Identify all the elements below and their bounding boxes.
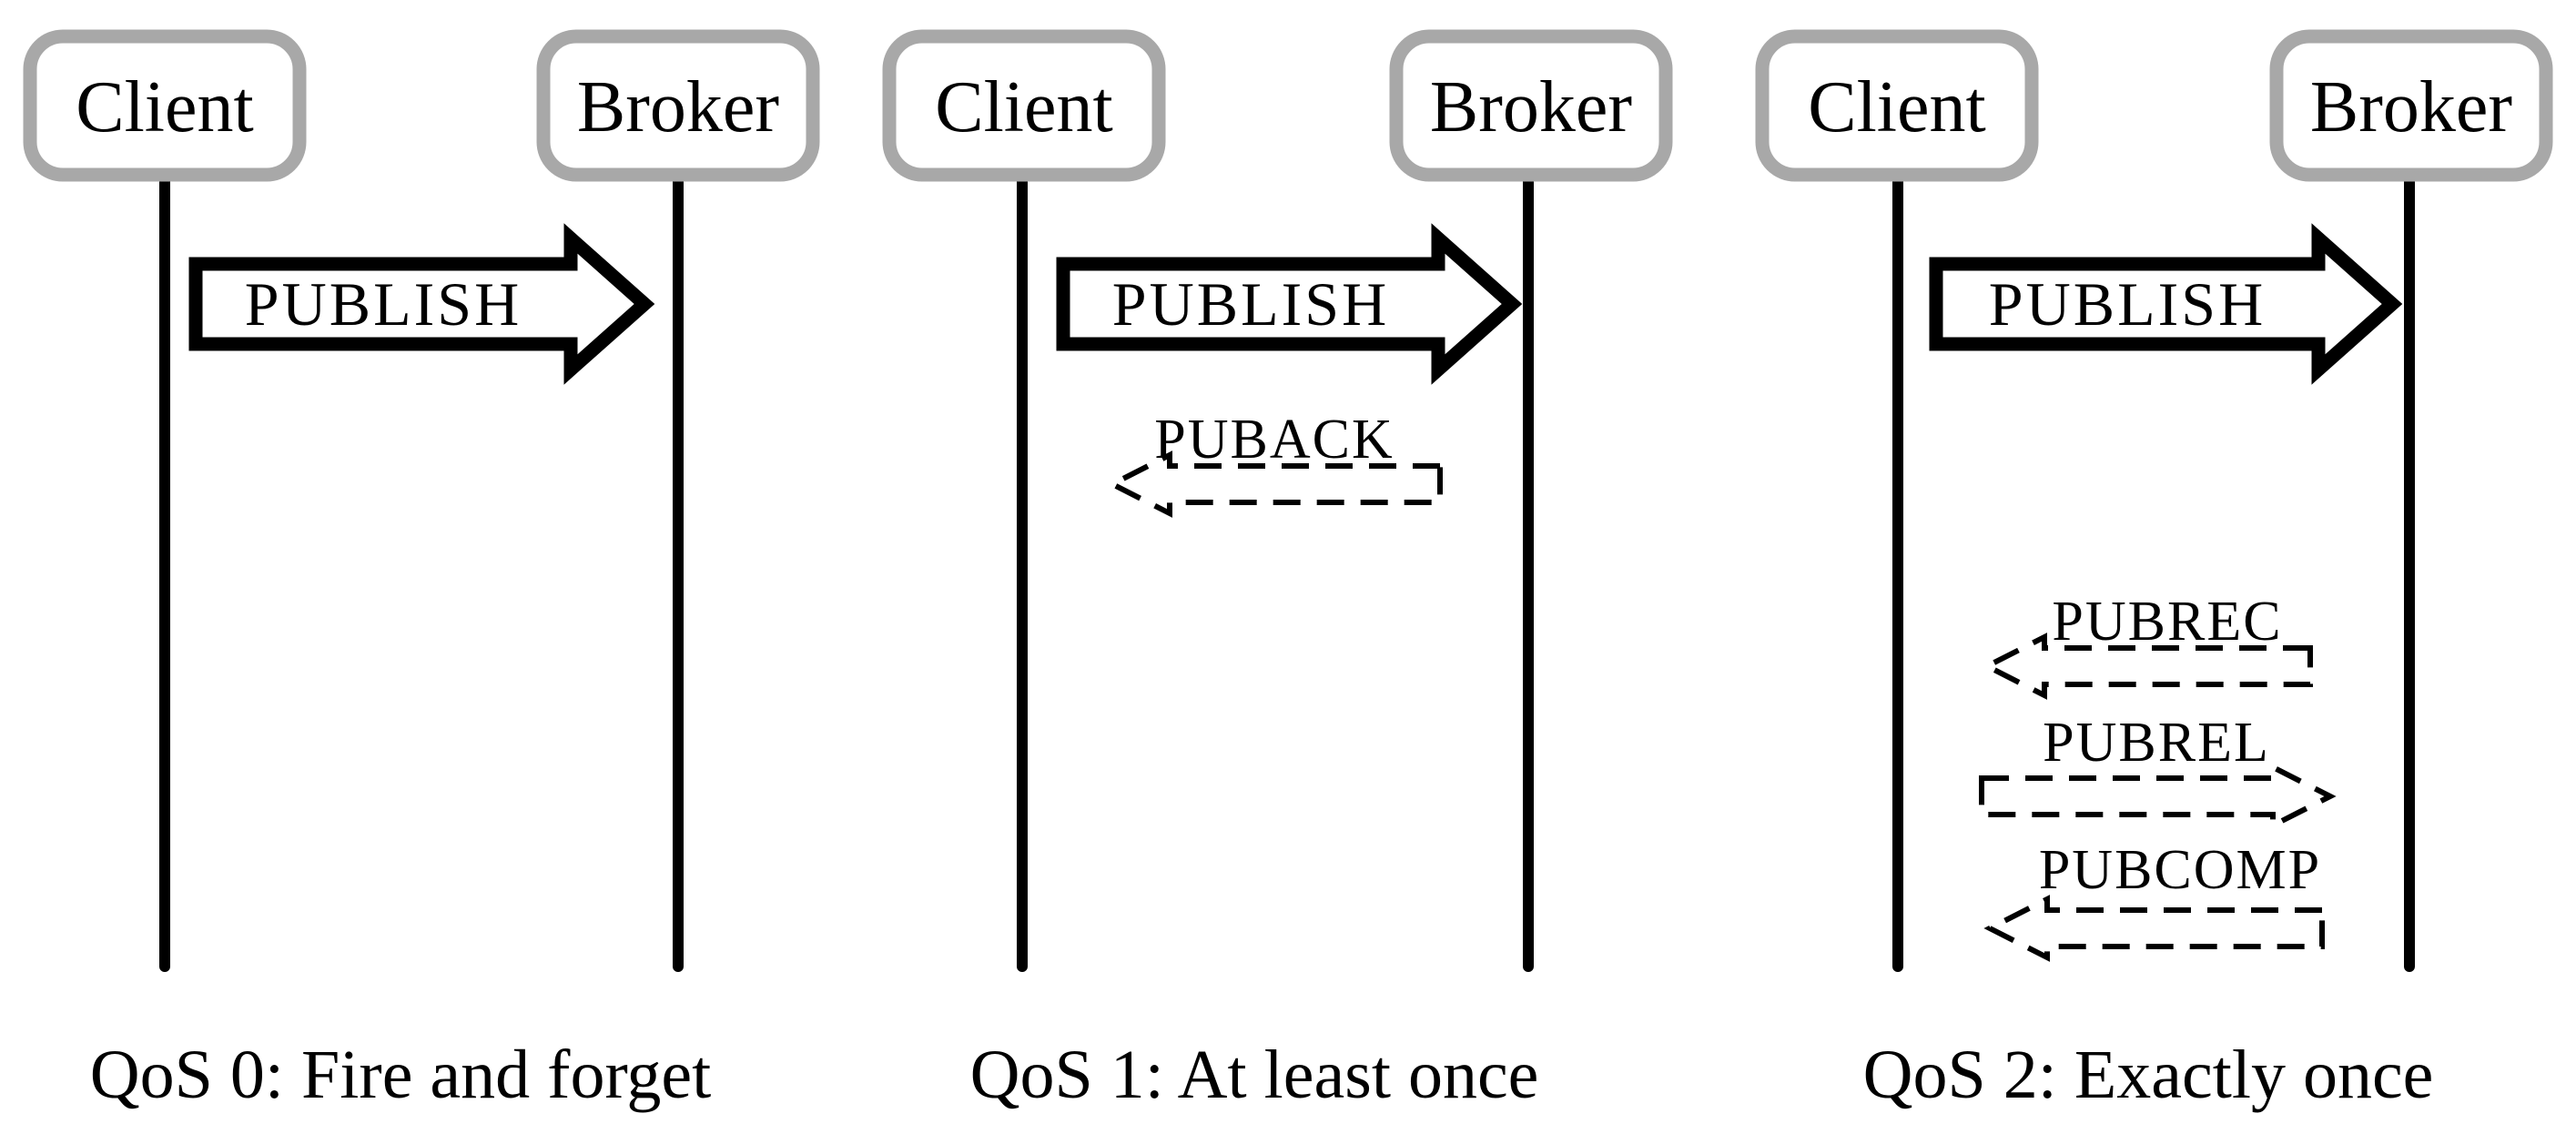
pubcomp-label: PUBCOMP bbox=[2039, 839, 2321, 901]
publish-arrow bbox=[188, 223, 655, 385]
broker-box bbox=[1389, 29, 1673, 182]
client-box bbox=[23, 29, 307, 182]
panel-qos0: Client Broker PUBLISH QoS 0: Fire and fo… bbox=[23, 29, 820, 1113]
publish-label: PUBLISH bbox=[1112, 269, 1389, 339]
client-label: Client bbox=[1808, 67, 1986, 147]
puback-label: PUBACK bbox=[1154, 409, 1394, 471]
broker-label: Broker bbox=[577, 67, 779, 147]
client-box bbox=[1755, 29, 2039, 182]
client-box bbox=[882, 29, 1166, 182]
client-label: Client bbox=[76, 67, 254, 147]
panel-qos2: Client Broker PUBLISH PUBREC PUBREL PUBC… bbox=[1755, 29, 2553, 1113]
pubrec-label: PUBREC bbox=[2052, 591, 2282, 653]
broker-box bbox=[2269, 29, 2553, 182]
panel-caption: QoS 2: Exactly once bbox=[1863, 1037, 2434, 1113]
client-label: Client bbox=[935, 67, 1113, 147]
panel-caption: QoS 1: At least once bbox=[970, 1037, 1539, 1113]
pubcomp-arrow bbox=[1983, 895, 2325, 962]
publish-label: PUBLISH bbox=[245, 269, 522, 339]
broker-label: Broker bbox=[1430, 67, 1632, 147]
publish-label: PUBLISH bbox=[1989, 269, 2266, 339]
publish-arrow bbox=[1929, 223, 2403, 385]
pubrel-label: PUBREL bbox=[2043, 712, 2270, 774]
pubrel-arrow bbox=[1979, 763, 2337, 830]
publish-arrow bbox=[1056, 223, 1523, 385]
broker-label: Broker bbox=[2310, 67, 2512, 147]
puback-arrow bbox=[1106, 451, 1443, 518]
panel-qos1: Client Broker PUBLISH PUBACK QoS 1: At l… bbox=[882, 29, 1673, 1113]
pubrec-arrow bbox=[1981, 633, 2313, 700]
broker-box bbox=[536, 29, 820, 182]
panel-caption: QoS 0: Fire and forget bbox=[90, 1037, 712, 1113]
